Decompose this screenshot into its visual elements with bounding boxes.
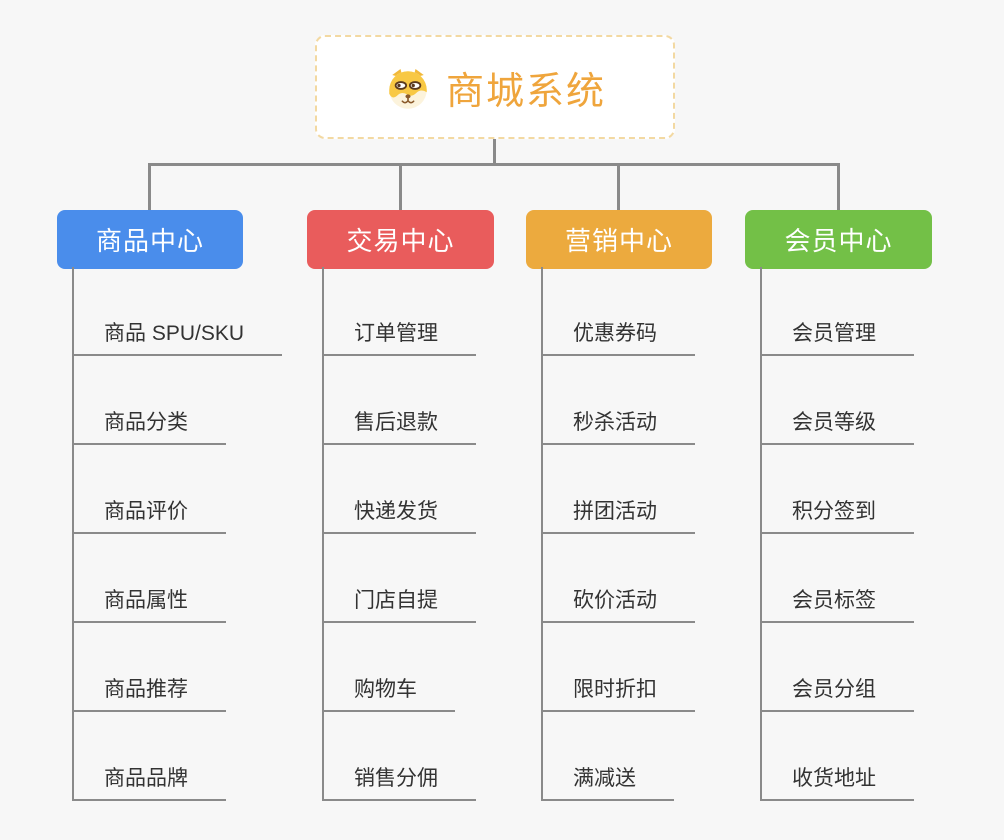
child-topic[interactable]: 收货地址: [762, 762, 914, 801]
child-topic[interactable]: 满减送: [543, 762, 674, 801]
child-topic[interactable]: 订单管理: [324, 317, 476, 356]
branch-products-label: 商品中心: [95, 226, 204, 256]
connector-stub-products: [148, 163, 151, 211]
child-topic[interactable]: 优惠券码: [543, 317, 695, 356]
child-topic[interactable]: 门店自提: [324, 584, 476, 623]
child-topic[interactable]: 商品评价: [74, 495, 226, 534]
child-topic[interactable]: 限时折扣: [543, 673, 695, 712]
children-column-marketing: 优惠券码 秒杀活动 拼团活动 砍价活动 限时折扣 满减送: [541, 267, 695, 801]
child-topic[interactable]: 商品推荐: [74, 673, 226, 712]
child-topic[interactable]: 会员管理: [762, 317, 914, 356]
child-topic[interactable]: 销售分佣: [324, 762, 476, 801]
child-topic[interactable]: 秒杀活动: [543, 406, 695, 445]
connector-stub-trade: [399, 163, 402, 211]
branch-members-label: 会员中心: [784, 226, 893, 256]
child-topic[interactable]: 会员等级: [762, 406, 914, 445]
child-topic[interactable]: 购物车: [324, 673, 455, 712]
child-topic[interactable]: 会员分组: [762, 673, 914, 712]
branch-products[interactable]: 商品中心: [57, 210, 243, 269]
branch-marketing-label: 营销中心: [564, 226, 673, 256]
branch-marketing[interactable]: 营销中心: [526, 210, 712, 269]
dog-face-icon: [389, 69, 427, 109]
branch-trade[interactable]: 交易中心: [307, 210, 494, 269]
child-topic[interactable]: 商品品牌: [74, 762, 226, 801]
connector-stub-marketing: [617, 163, 620, 211]
branch-members[interactable]: 会员中心: [745, 210, 932, 269]
root-topic-label: 商城系统: [445, 70, 606, 113]
child-topic[interactable]: 砍价活动: [543, 584, 695, 623]
children-column-products: 商品 SPU/SKU 商品分类 商品评价 商品属性 商品推荐 商品品牌: [72, 267, 283, 801]
child-topic[interactable]: 积分签到: [762, 495, 914, 534]
child-topic[interactable]: 商品分类: [74, 406, 226, 445]
connector-root-stem: [493, 138, 496, 166]
children-column-members: 会员管理 会员等级 积分签到 会员标签 会员分组 收货地址: [760, 267, 914, 801]
child-topic[interactable]: 会员标签: [762, 584, 914, 623]
connector-stub-members: [837, 163, 840, 211]
connector-trunk: [148, 163, 840, 166]
child-topic[interactable]: 拼团活动: [543, 495, 695, 534]
children-column-trade: 订单管理 售后退款 快递发货 门店自提 购物车 销售分佣: [322, 267, 476, 801]
branch-trade-label: 交易中心: [346, 226, 455, 256]
root-topic[interactable]: 商城系统: [315, 35, 675, 139]
child-topic[interactable]: 快递发货: [324, 495, 476, 534]
child-topic[interactable]: 售后退款: [324, 406, 476, 445]
child-topic[interactable]: 商品属性: [74, 584, 226, 623]
child-topic[interactable]: 商品 SPU/SKU: [74, 317, 283, 356]
